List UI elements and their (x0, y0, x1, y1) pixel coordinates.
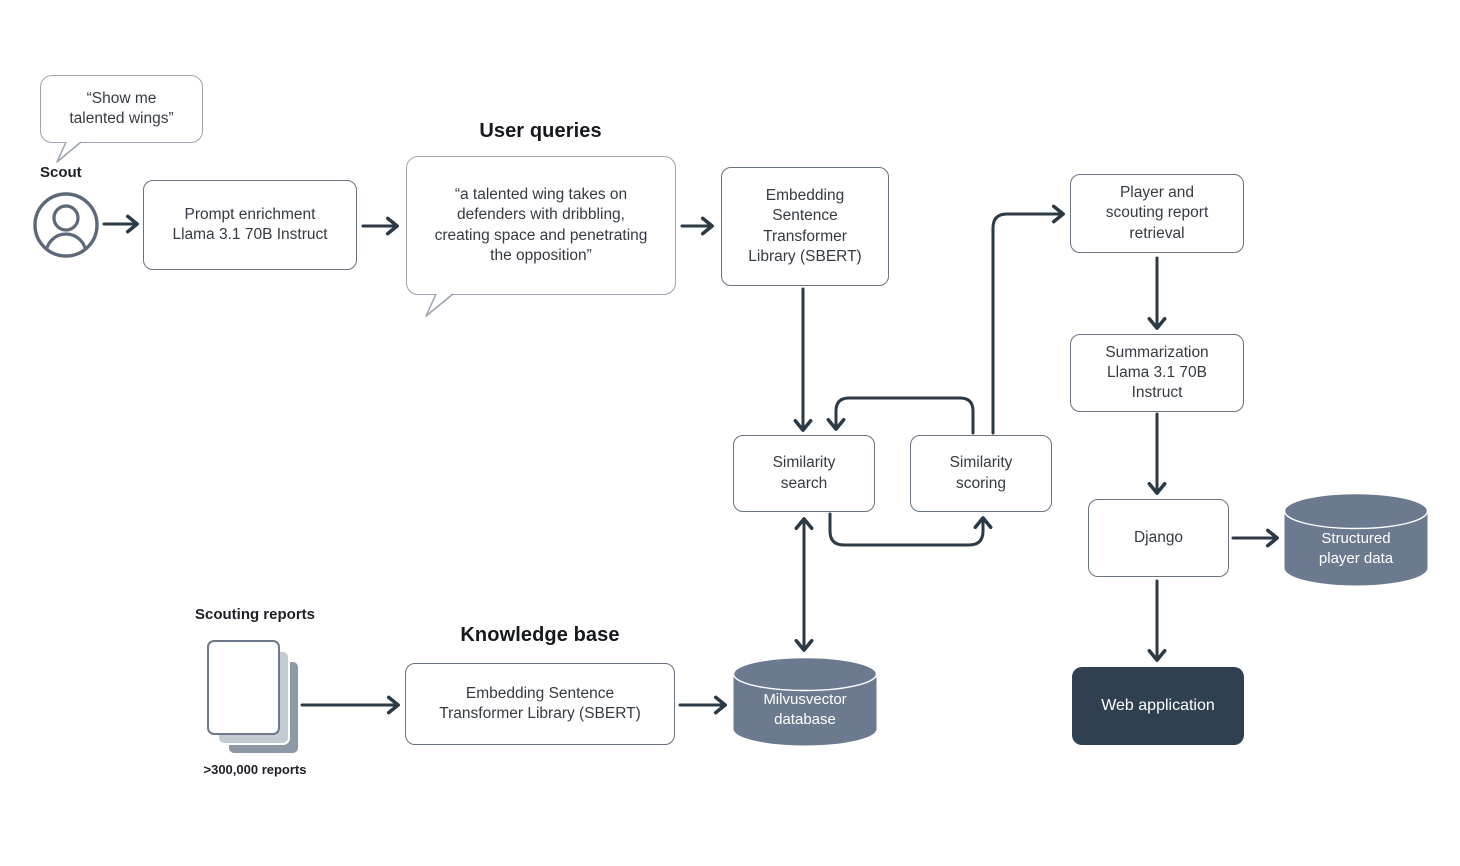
node-similarity-scoring-label: Similarity scoring (949, 454, 1013, 492)
milvus-vector-db-label: Milvusvector database (763, 691, 847, 728)
node-prompt-enrichment: Prompt enrichment Llama 3.1 70B Instruct (143, 180, 357, 270)
node-similarity-search: Similarity search (733, 435, 875, 512)
node-sbert-query: Embedding Sentence Transformer Library (… (721, 167, 889, 286)
query-speech-bubble: “a talented wing takes on defenders with… (406, 156, 676, 295)
scout-label: Scout (40, 164, 82, 181)
connector-scoring-to-search-loop (826, 396, 975, 435)
scout-speech-text: “Show me talented wings” (69, 89, 174, 127)
scout-speech-bubble: “Show me talented wings” (40, 75, 203, 143)
report-doc-front (207, 640, 280, 735)
node-web-application: Web application (1072, 667, 1244, 745)
node-sbert-query-label: Embedding Sentence Transformer Library (… (748, 187, 862, 265)
node-player-retrieval: Player and scouting report retrieval (1070, 174, 1244, 253)
node-django-label: Django (1133, 528, 1184, 546)
node-similarity-scoring: Similarity scoring (910, 435, 1052, 512)
query-speech-text: “a talented wing takes on defenders with… (434, 186, 648, 264)
structured-player-data-db: Structured player data (1283, 492, 1429, 589)
user-queries-heading: User queries (479, 120, 602, 142)
milvus-vector-db: Milvusvector database (732, 656, 878, 747)
query-speech-tail (425, 293, 454, 317)
scout-person-icon (33, 192, 99, 258)
database-cylinder-icon (732, 656, 878, 746)
node-sbert-knowledge-label: Embedding Sentence Transformer Library (… (439, 684, 641, 722)
scout-speech-tail (56, 141, 82, 163)
connector-scoring-to-retrieval (991, 204, 1065, 435)
node-similarity-search-label: Similarity search (772, 454, 836, 492)
knowledge-base-heading: Knowledge base (460, 624, 620, 646)
node-django: Django (1088, 499, 1229, 577)
node-web-application-label: Web application (1101, 697, 1215, 714)
node-sbert-knowledge: Embedding Sentence Transformer Library (… (405, 663, 675, 745)
node-player-retrieval-label: Player and scouting report retrieval (1105, 184, 1209, 242)
node-summarization-label: Summarization Llama 3.1 70B Instruct (1105, 343, 1209, 402)
structured-player-data-label: Structured player data (1318, 530, 1394, 567)
node-summarization: Summarization Llama 3.1 70B Instruct (1070, 334, 1244, 412)
reports-count-label: >300,000 reports (203, 762, 307, 777)
node-prompt-enrichment-label: Prompt enrichment Llama 3.1 70B Instruct (172, 205, 328, 243)
connector-search-to-scoring-loop (828, 512, 993, 547)
scouting-reports-label: Scouting reports (194, 606, 315, 623)
database-cylinder-icon (1283, 492, 1429, 586)
